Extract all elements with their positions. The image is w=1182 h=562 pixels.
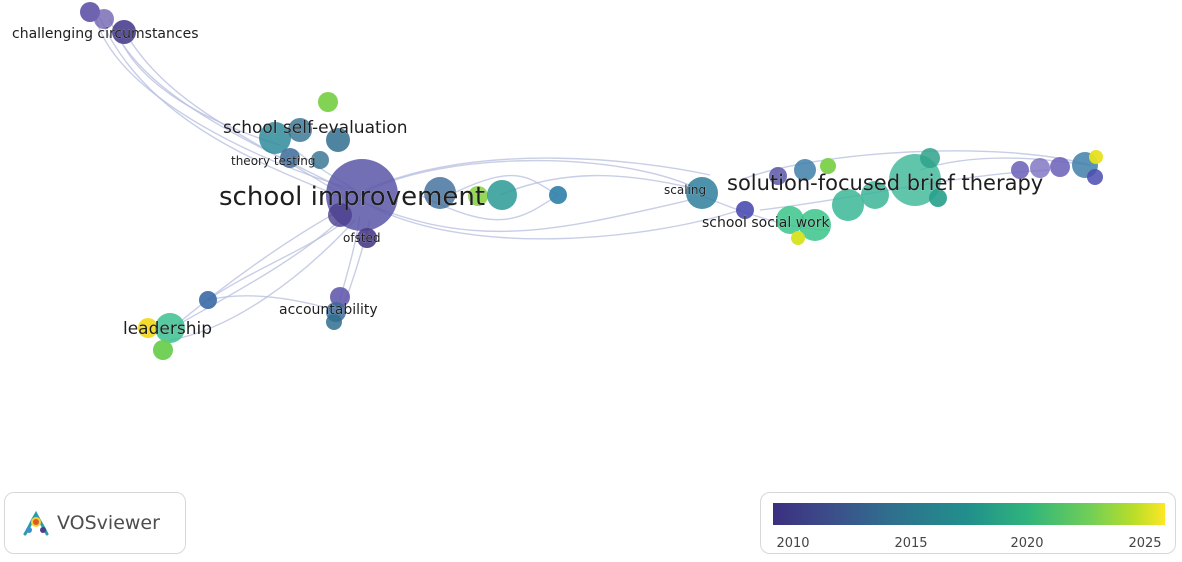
- node-bubble[interactable]: [920, 148, 940, 168]
- link: [99, 17, 361, 206]
- node-bubble[interactable]: [1087, 169, 1103, 185]
- node-bubble[interactable]: [468, 186, 488, 206]
- node-bubble[interactable]: [794, 159, 816, 181]
- node-bubble[interactable]: [318, 92, 338, 112]
- label-scaling[interactable]: scaling: [664, 183, 707, 198]
- node-bubble[interactable]: [799, 209, 831, 241]
- node-bubble[interactable]: [94, 9, 114, 29]
- node-bubble[interactable]: [153, 340, 173, 360]
- label-school-self-evaluation[interactable]: school self-evaluation: [223, 118, 408, 139]
- link: [449, 174, 559, 196]
- node-bubble[interactable]: [311, 151, 329, 169]
- node-bubble[interactable]: [820, 158, 836, 174]
- node-bubble[interactable]: [326, 314, 342, 330]
- link: [359, 199, 741, 240]
- label-layer: challenging circumstances school improve…: [12, 26, 1044, 340]
- node-bubble[interactable]: [832, 189, 864, 221]
- node-bubble[interactable]: [155, 313, 185, 343]
- link: [207, 295, 336, 311]
- node-bubble[interactable]: [199, 291, 217, 309]
- link: [207, 214, 351, 301]
- node-bubble[interactable]: [1050, 157, 1070, 177]
- node-bubble[interactable]: [138, 318, 158, 338]
- legend-tick: 2020: [1010, 536, 1044, 551]
- node-bubble[interactable]: [326, 128, 350, 152]
- node-bubble[interactable]: [424, 177, 456, 209]
- label-accountability[interactable]: accountability: [279, 302, 378, 319]
- node-bubble[interactable]: [776, 206, 804, 234]
- year-color-legend: 2010 2015 2020 2025: [760, 492, 1176, 554]
- label-school-social-work[interactable]: school social work: [702, 215, 831, 232]
- node-bubble[interactable]: [280, 148, 300, 168]
- node-bubble[interactable]: [1030, 158, 1050, 178]
- node-bubble[interactable]: [686, 177, 718, 209]
- node-bubble[interactable]: [929, 189, 947, 207]
- label-challenging-circumstances[interactable]: challenging circumstances: [12, 26, 199, 43]
- node-bubble[interactable]: [549, 186, 567, 204]
- node-bubble[interactable]: [357, 228, 377, 248]
- vosviewer-logo-box[interactable]: VOSviewer: [4, 492, 186, 554]
- node-bubble[interactable]: [1089, 150, 1103, 164]
- legend-tick: 2025: [1128, 536, 1162, 551]
- node-bubble[interactable]: [1011, 161, 1029, 179]
- node-bubble[interactable]: [288, 118, 312, 142]
- node-layer: [80, 2, 1103, 360]
- link: [369, 199, 691, 233]
- node-bubble[interactable]: [791, 231, 805, 245]
- node-bubble[interactable]: [736, 201, 754, 219]
- label-ofsted[interactable]: ofsted: [343, 231, 381, 246]
- vosviewer-logo-text: VOSviewer: [57, 512, 160, 534]
- link: [359, 159, 701, 196]
- link: [499, 174, 701, 196]
- legend-tick: 2015: [894, 536, 928, 551]
- node-bubble[interactable]: [330, 287, 350, 307]
- vosviewer-logo-icon: [23, 510, 49, 536]
- node-bubble[interactable]: [861, 181, 889, 209]
- node-bubble[interactable]: [259, 122, 291, 154]
- node-bubble[interactable]: [769, 167, 787, 185]
- label-leadership[interactable]: leadership: [123, 319, 213, 340]
- node-bubble[interactable]: [328, 203, 352, 227]
- label-solution-focused-brief-therapy[interactable]: solution-focused brief therapy: [727, 171, 1044, 196]
- node-bubble[interactable]: [112, 20, 136, 44]
- label-school-improvement[interactable]: school improvement: [219, 182, 486, 213]
- legend-gradient-bar: [773, 503, 1165, 525]
- link: [169, 219, 356, 341]
- label-theory-testing[interactable]: theory testing: [231, 154, 316, 169]
- link: [364, 157, 711, 191]
- legend-tick: 2010: [776, 536, 810, 551]
- link: [114, 24, 281, 146]
- node-bubble[interactable]: [487, 180, 517, 210]
